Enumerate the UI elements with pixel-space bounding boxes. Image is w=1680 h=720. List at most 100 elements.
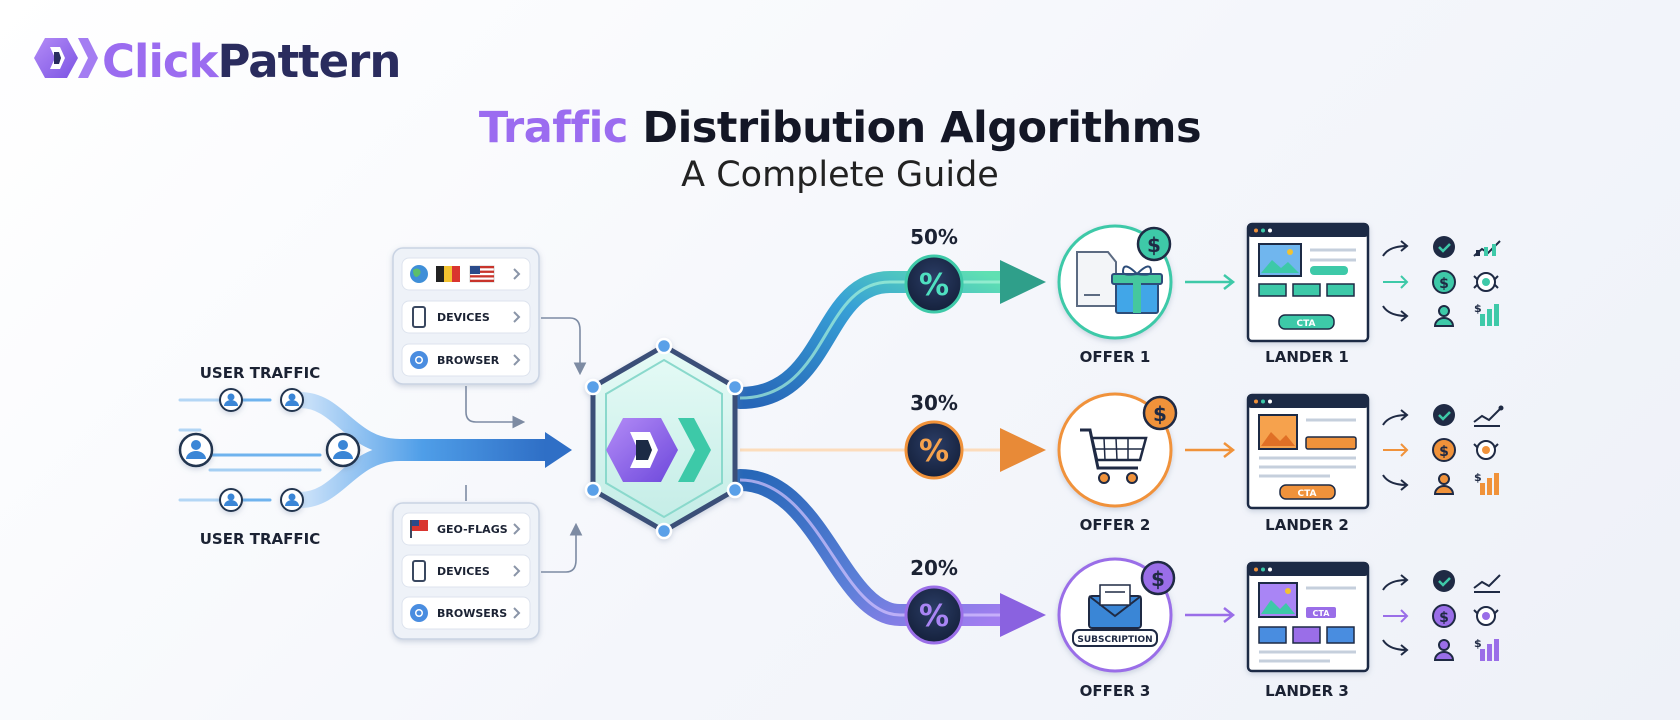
dollar-badge-icon: $ <box>1136 226 1172 262</box>
lander-label: LANDER 3 <box>1265 682 1349 700</box>
filter-label: GEO-FLAGS <box>437 523 508 536</box>
brand-logo-icon <box>34 38 98 78</box>
filter-label: DEVICES <box>437 311 490 324</box>
offer-3[interactable]: SUBSCRIPTION $ OFFER 3 <box>1057 557 1176 700</box>
percent-label: 30% <box>910 391 958 415</box>
user-avatar-icon <box>178 388 361 512</box>
page-subtitle: A Complete Guide <box>681 155 999 195</box>
svg-text:$: $ <box>1474 302 1482 315</box>
check-icon <box>1433 570 1455 592</box>
filter-label: BROWSERS <box>437 607 507 620</box>
traffic-arrowhead <box>545 432 572 468</box>
distribution-hub <box>584 337 744 540</box>
lander-3[interactable]: CTA <box>1246 561 1370 673</box>
route-flow-top <box>729 271 1016 409</box>
filter-label: BROWSER <box>437 354 500 367</box>
target-icon <box>1473 606 1499 626</box>
cta-button[interactable]: CTA <box>1297 489 1316 499</box>
cta-button[interactable]: CTA <box>1313 609 1331 618</box>
offer-1[interactable]: $ OFFER 1 <box>1057 224 1173 366</box>
results-route-1: $ $ <box>1382 236 1501 327</box>
subscription-badge: SUBSCRIPTION <box>1077 635 1152 645</box>
percent-label: 20% <box>910 556 958 580</box>
dollar-badge-icon: $ <box>1142 395 1178 431</box>
offer-label: OFFER 1 <box>1080 348 1151 366</box>
svg-text:$: $ <box>1153 402 1167 426</box>
results-route-3: $ $ <box>1382 570 1501 661</box>
chevron-right-icon <box>513 268 521 280</box>
chrome-icon <box>410 351 428 369</box>
dollar-badge-icon: $ <box>1140 560 1176 596</box>
filter-panel-bottom: GEO-FLAGS DEVICES BROWSERS <box>392 502 540 640</box>
user-icon <box>1433 473 1455 495</box>
bar-chart-icon: $ <box>1474 302 1499 326</box>
envelope-icon <box>1088 584 1142 629</box>
target-icon <box>1473 440 1499 460</box>
chevron-right-icon <box>513 565 521 577</box>
offer-lander-arrows <box>1185 274 1236 623</box>
globe-icon <box>410 265 428 283</box>
chevron-right-icon <box>513 354 521 366</box>
user-traffic-label-top: USER TRAFFIC <box>200 364 320 382</box>
route-percent-middle: 30% % <box>904 391 964 480</box>
results-route-2: $ $ <box>1382 404 1504 495</box>
panel-connectors <box>465 317 587 573</box>
lander-label: LANDER 1 <box>1265 348 1349 366</box>
hub-node <box>584 337 744 540</box>
check-icon <box>1433 236 1455 258</box>
phone-icon <box>412 306 426 328</box>
dollar-icon: $ <box>1432 438 1456 462</box>
svg-text:$: $ <box>1439 276 1449 292</box>
route-flow-bottom <box>729 469 1016 626</box>
lander-label: LANDER 2 <box>1265 516 1349 534</box>
chevron-right-icon <box>513 523 521 535</box>
cta-button[interactable]: CTA <box>1296 319 1315 329</box>
phone-icon <box>412 560 426 582</box>
target-icon <box>1473 272 1499 292</box>
offer-label: OFFER 2 <box>1080 516 1151 534</box>
lander-2[interactable]: CTA <box>1246 393 1370 510</box>
filter-row-geo[interactable] <box>401 257 531 291</box>
svg-text:$: $ <box>1439 444 1449 460</box>
route-percent-bottom: 20% % <box>904 556 964 645</box>
offer-2[interactable]: $ OFFER 2 <box>1057 392 1178 534</box>
bar-chart-icon: $ <box>1474 471 1499 495</box>
filter-row-browsers[interactable]: BROWSERS <box>401 596 531 630</box>
percent-icon: % <box>919 434 949 469</box>
flag-icon <box>436 266 460 282</box>
filter-row-devices[interactable]: DEVICES <box>401 300 531 334</box>
dollar-icon: $ <box>1432 604 1456 628</box>
gift-box-icon <box>1076 251 1163 314</box>
svg-text:$: $ <box>1474 637 1482 650</box>
page-title: Traffic Distribution Algorithms <box>478 103 1202 153</box>
hub-logo-icon <box>606 418 711 482</box>
check-icon <box>1433 404 1455 426</box>
growth-chart-icon <box>1473 240 1501 257</box>
user-traffic-label-bottom: USER TRAFFIC <box>200 530 320 548</box>
flag-icon <box>410 520 428 538</box>
user-icon <box>1433 305 1455 327</box>
dollar-icon: $ <box>1432 270 1456 294</box>
svg-text:$: $ <box>1439 610 1449 626</box>
chevron-right-icon <box>513 607 521 619</box>
shopping-cart-icon <box>1080 428 1148 484</box>
trend-line-icon <box>1473 574 1501 593</box>
offer-label: OFFER 3 <box>1080 682 1151 700</box>
filter-row-geo-flags[interactable]: GEO-FLAGS <box>401 512 531 546</box>
us-flag-icon <box>469 265 495 283</box>
filter-panel-top: DEVICES BROWSER <box>392 247 540 385</box>
percent-icon: % <box>919 599 949 634</box>
filter-row-devices[interactable]: DEVICES <box>401 554 531 588</box>
svg-text:$: $ <box>1147 233 1161 257</box>
svg-text:$: $ <box>1474 471 1482 484</box>
filter-row-browser[interactable]: BROWSER <box>401 343 531 377</box>
lander-1[interactable]: CTA <box>1246 222 1370 343</box>
filter-label: DEVICES <box>437 565 490 578</box>
chevron-right-icon <box>513 311 521 323</box>
percent-label: 50% <box>910 225 958 249</box>
bar-chart-icon: $ <box>1474 637 1499 661</box>
chrome-icon <box>410 604 428 622</box>
user-icon <box>1433 639 1455 661</box>
